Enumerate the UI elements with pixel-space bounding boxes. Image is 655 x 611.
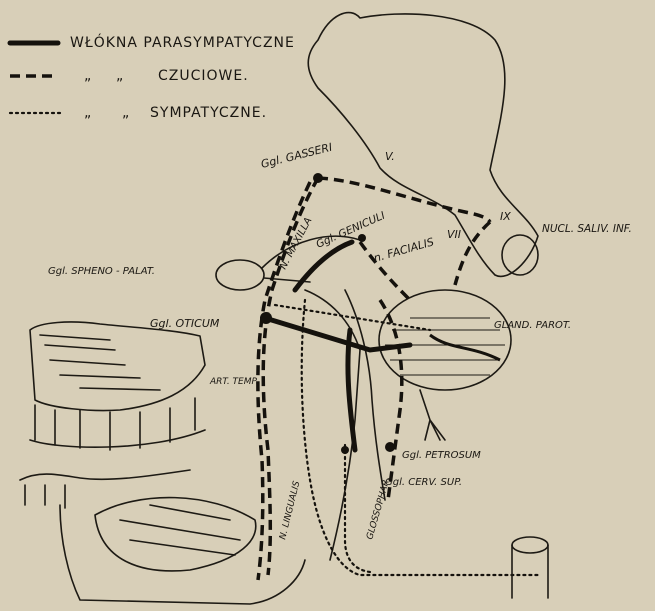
- para-path-3: [348, 330, 355, 450]
- label-n-facialis: n. FACIALIS: [372, 235, 435, 265]
- ggl-gasseri-dot: [313, 173, 323, 183]
- label-ggl-gasseri: Ggl. GASSERI: [260, 141, 334, 171]
- legend: WŁÓKNA PARASYMPATYCZNE „ „ CZUCIOWE. „ „…: [10, 33, 295, 121]
- label-gland-parot: GLAND. PAROT.: [494, 320, 571, 331]
- label-ggl-spheno: Ggl. SPHENO - PALAT.: [48, 266, 155, 277]
- label-ggl-cerv-sup: Ggl. CERV. SUP.: [385, 477, 462, 488]
- upper-jaw: [30, 322, 205, 450]
- para-path-1: [295, 242, 352, 290]
- ggl-oticum-dot: [260, 312, 272, 324]
- ggl-petrosum-dot: [385, 442, 395, 452]
- ggl-cerv-sup-dot: [341, 446, 349, 454]
- legend-parasympathetic-label: WŁÓKNA PARASYMPATYCZNE: [70, 33, 295, 51]
- ggl-geniculi-dot: [358, 234, 366, 242]
- legend-sensory-ditto-2: „: [116, 68, 124, 84]
- label-nerve-ix: IX: [500, 210, 511, 223]
- label-nerve-v: V.: [385, 150, 395, 163]
- legend-sensory-ditto-1: „: [84, 68, 92, 84]
- facial-branches: [420, 390, 445, 440]
- legend-sympathetic-ditto-2: „: [122, 105, 130, 121]
- label-ggl-oticum: Ggl. OTICUM: [150, 317, 220, 330]
- parotid-gland: [379, 290, 511, 390]
- label-nerve-vii: VII: [447, 228, 461, 241]
- ggl-spheno-palat-shape: [216, 260, 264, 290]
- label-glossopharyng: GLOSSOPHAR.: [365, 476, 392, 541]
- medulla-section: [502, 235, 538, 275]
- label-nucl-saliv: NUCL. SALIV. INF.: [542, 223, 632, 235]
- legend-sympathetic-ditto-1: „: [84, 105, 92, 121]
- label-n-lingualis: N. LINGUALIS: [278, 480, 302, 541]
- spinal-segment: [512, 537, 548, 598]
- label-art-temp: ART. TEMP.: [209, 377, 259, 387]
- legend-sympathetic-label: SYMPATYCZNE.: [150, 105, 267, 121]
- lower-jaw: [20, 470, 305, 604]
- label-ggl-petrosum: Ggl. PETROSUM: [402, 450, 481, 461]
- sens-trigeminal: [318, 178, 490, 222]
- legend-sensory-label: CZUCIOWE.: [158, 68, 249, 84]
